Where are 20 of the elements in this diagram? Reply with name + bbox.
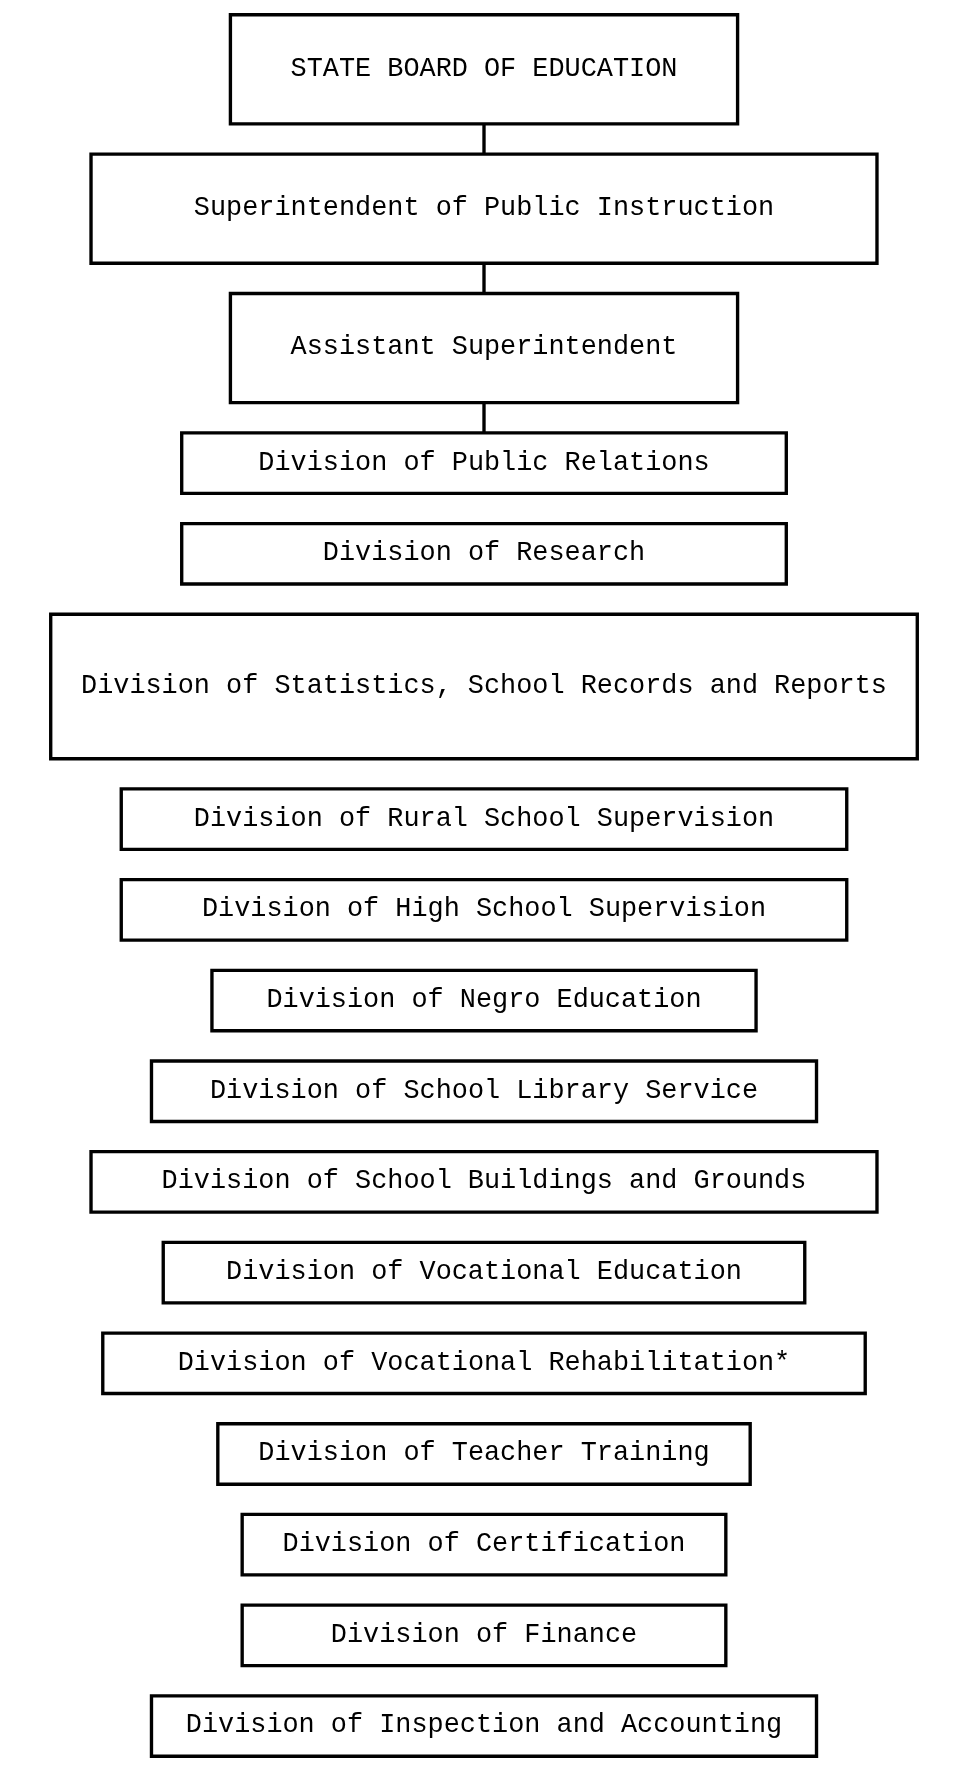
node-box: Division of School Library Service — [149, 1059, 819, 1124]
node-box: Division of Inspection and Accounting — [149, 1694, 819, 1758]
node-box: Division of Finance — [240, 1603, 728, 1668]
node-box: Division of Negro Education — [210, 968, 758, 1033]
node-box: Division of Statistics, School Records and Reports — [49, 612, 919, 761]
node-box: Division of School Buildings and Grounds — [89, 1150, 879, 1214]
node-box: STATE BOARD OF EDUCATION — [228, 13, 740, 126]
node-box: Division of Rural School Supervision — [119, 787, 849, 852]
node-box: Division of Certification — [240, 1512, 728, 1577]
node-box: Division of Vocational Rehabilitation* — [101, 1331, 867, 1396]
connector — [482, 263, 486, 294]
node-box: Division of Research — [180, 521, 788, 586]
node-box: Superintendent of Public Instruction — [89, 152, 879, 265]
connector — [482, 403, 486, 433]
node-box: Assistant Superintendent — [228, 291, 740, 405]
node-box: Division of Public Relations — [180, 431, 788, 496]
node-box: Division of Teacher Training — [216, 1422, 752, 1486]
node-box: Division of High School Supervision — [119, 877, 849, 942]
node-box: Division of Vocational Education — [161, 1240, 807, 1305]
connector — [482, 124, 486, 154]
